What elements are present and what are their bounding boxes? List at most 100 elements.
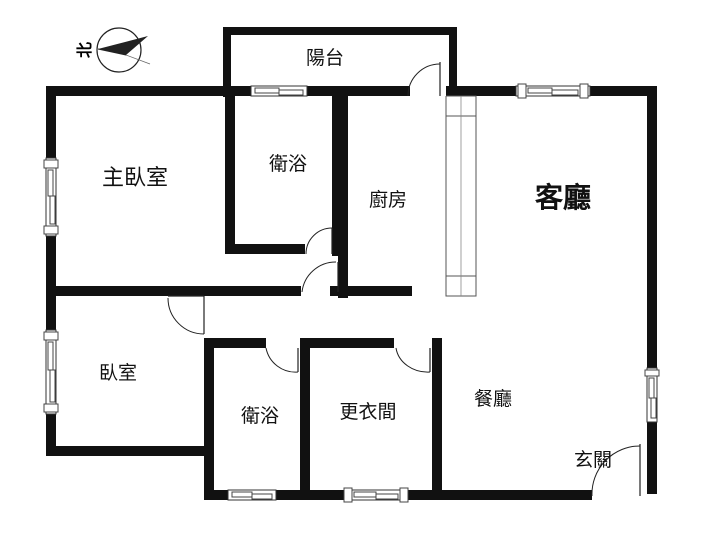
window-pane xyxy=(43,331,59,341)
window-pane xyxy=(644,369,660,377)
room-label-bath-lower: 衛浴 xyxy=(241,405,279,427)
wall-bath-lower-left xyxy=(204,338,214,456)
room-label-living-room: 客廳 xyxy=(535,181,591,214)
door-opening xyxy=(410,86,446,96)
door-master[interactable] xyxy=(301,261,339,296)
door-swing-arc xyxy=(407,63,441,97)
room-label-bath-upper: 衛浴 xyxy=(269,153,307,175)
compass-needle-line xyxy=(97,48,127,56)
window-pane xyxy=(343,487,353,503)
window-pane xyxy=(49,195,56,225)
door-swing-arc xyxy=(591,445,641,497)
window-pane xyxy=(49,369,56,403)
compass-needle-tail xyxy=(125,54,151,65)
wall-top-mid xyxy=(307,86,410,96)
doors xyxy=(167,62,647,500)
wall-bottom-3 xyxy=(408,490,592,500)
door-dressing[interactable] xyxy=(394,338,432,373)
wall-master-bottom-end xyxy=(330,286,348,296)
wall-bath-lower-right xyxy=(300,338,310,500)
window-left-master xyxy=(43,157,59,237)
window-pane xyxy=(650,397,657,419)
door-swing-arc xyxy=(305,227,333,255)
room-label-bedroom: 臥室 xyxy=(99,362,137,384)
door-entrance[interactable] xyxy=(591,444,647,500)
wall-bath-upper-bottom xyxy=(225,244,305,254)
room-label-entrance: 玄關 xyxy=(574,449,612,471)
door-swing-arc xyxy=(167,297,205,335)
wall-top-right-a xyxy=(446,86,516,96)
wall-balcony-right xyxy=(449,27,457,97)
window-right-dining xyxy=(644,367,660,423)
window-bottom-dressing xyxy=(343,487,409,503)
wall-bottom-1 xyxy=(204,490,228,500)
wall-left-2 xyxy=(46,236,56,330)
wall-right-1 xyxy=(647,86,657,368)
wall-bottom-left xyxy=(46,446,214,456)
wall-balcony-left xyxy=(223,27,231,97)
wall-balcony-top xyxy=(223,27,457,35)
window-pane xyxy=(47,169,54,197)
wall-kitchen-bottom xyxy=(338,286,412,296)
compass-needle-icon xyxy=(98,36,148,55)
window-top-living xyxy=(515,83,591,99)
wall-top-right-b xyxy=(590,86,657,96)
walls xyxy=(46,27,657,500)
door-bath-lower[interactable] xyxy=(265,338,300,373)
door-opening xyxy=(305,244,332,254)
room-labels: 陽台 主臥室 衛浴 廚房 客廳 臥室 衛浴 更衣間 餐廳 玄關 xyxy=(99,47,612,471)
kitchen-partition xyxy=(445,95,477,297)
room-label-balcony: 陽台 xyxy=(306,47,344,69)
window-pane xyxy=(579,83,589,99)
door-swing-arc xyxy=(301,261,337,293)
window-pane xyxy=(254,87,280,94)
door-opening xyxy=(266,338,300,348)
window-pane xyxy=(43,159,59,169)
wall-bottom-step xyxy=(204,446,214,500)
room-label-dressing-room: 更衣間 xyxy=(339,401,396,423)
door-bath-upper[interactable] xyxy=(305,227,333,255)
door-balcony[interactable] xyxy=(407,62,446,97)
window-top-bath xyxy=(250,85,308,97)
windows xyxy=(43,83,660,503)
window-pane xyxy=(231,491,253,498)
compass-ring xyxy=(96,27,142,73)
window-pane xyxy=(517,83,527,99)
compass-north-label: 北 xyxy=(75,42,94,58)
room-label-dining-room: 餐廳 xyxy=(474,388,512,410)
door-opening xyxy=(394,338,432,348)
door-opening xyxy=(301,286,330,296)
window-pane xyxy=(251,493,273,500)
window-pane xyxy=(353,491,377,498)
room-label-kitchen: 廚房 xyxy=(369,188,407,211)
window-pane xyxy=(47,341,54,371)
door-swing-arc xyxy=(395,347,431,373)
wall-bath-upper-right xyxy=(332,96,340,256)
wall-top-left xyxy=(46,86,251,96)
window-pane xyxy=(527,87,553,94)
wall-master-bottom xyxy=(46,286,301,296)
door-opening xyxy=(592,490,647,500)
window-left-bedroom xyxy=(43,329,59,415)
window-pane xyxy=(43,225,59,235)
wall-bath-lower-top xyxy=(204,338,266,348)
door-bedroom[interactable] xyxy=(167,295,205,335)
window-pane xyxy=(278,89,304,96)
window-pane xyxy=(648,377,655,399)
compass: 北 xyxy=(75,27,151,73)
window-pane xyxy=(399,487,409,503)
door-swing-arc xyxy=(265,347,299,373)
wall-dressing-top xyxy=(300,338,394,348)
window-pane xyxy=(375,493,399,500)
window-pane xyxy=(551,89,579,96)
room-label-master-bedroom: 主臥室 xyxy=(102,166,168,191)
wall-kitchen-left xyxy=(338,96,348,298)
wall-bottom-2 xyxy=(276,490,346,500)
window-pane xyxy=(43,403,59,413)
wall-left-3 xyxy=(46,414,56,456)
wall-bath-upper-left xyxy=(225,86,235,254)
wall-left-1 xyxy=(46,86,56,158)
window-bottom-bath xyxy=(227,489,277,501)
